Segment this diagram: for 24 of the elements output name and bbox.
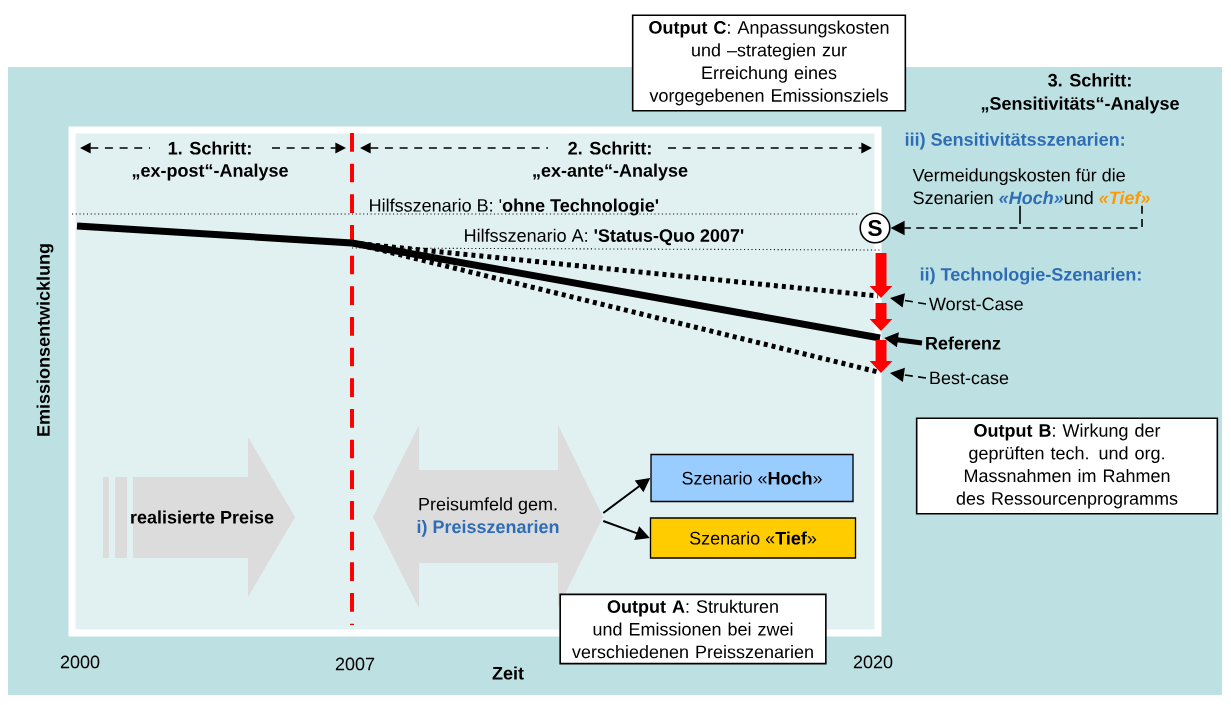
year-label: 2000 (60, 655, 100, 669)
scenario-box: Szenario «Hoch» (650, 453, 854, 503)
step-heading: 3. Schritt: (1048, 73, 1131, 87)
scenario-description: iii) Sensitivitätsszenarien: Vermeidungskosten für die Szenarien «Hoch»und «Tief» (905, 132, 1150, 205)
step-heading: 1. Schritt: (168, 141, 251, 155)
scenario-box: Szenario «Tief» (649, 517, 857, 559)
leader-text: Best-case (930, 371, 1009, 385)
scenario-line-label: Hilfsszenario A: 'Status-Quo 2007' (465, 228, 744, 246)
output-box: Output C: Anpassungskosten und –strategien zur Erreichung eines vorgegebenen Emissionsziels (631, 14, 907, 112)
year-label: 2007 (335, 657, 375, 671)
output-box: Output A: Strukturen und Emissionen bei zwei verschiedenen Preisszenarien (559, 593, 827, 665)
axis-title: Emissionsentwicklung (36, 244, 54, 436)
output-box: Output B: Wirkung der geprüften tech. und org. Massnahmen im Rahmen des Ressourcenprogramms (915, 417, 1219, 515)
scenario-group-heading: ii) Technologie-Szenarien: (920, 267, 1141, 285)
scenario-line-label: Hilfsszenario B: 'ohne Technologie' (370, 198, 659, 216)
leader-text: Referenz (926, 336, 1001, 350)
year-label: 2020 (853, 655, 893, 669)
step-heading: 2. Schritt: (568, 141, 651, 155)
axis-title: Zeit (492, 666, 524, 680)
leader-line (890, 293, 927, 308)
step-heading: „ex-ante“-Analyse (533, 163, 688, 181)
step-heading: „Sensitivitäts“-Analyse (981, 96, 1179, 114)
leader-text: Worst-Case (929, 297, 1023, 311)
step-heading: „ex-post“-Analyse (132, 163, 288, 181)
